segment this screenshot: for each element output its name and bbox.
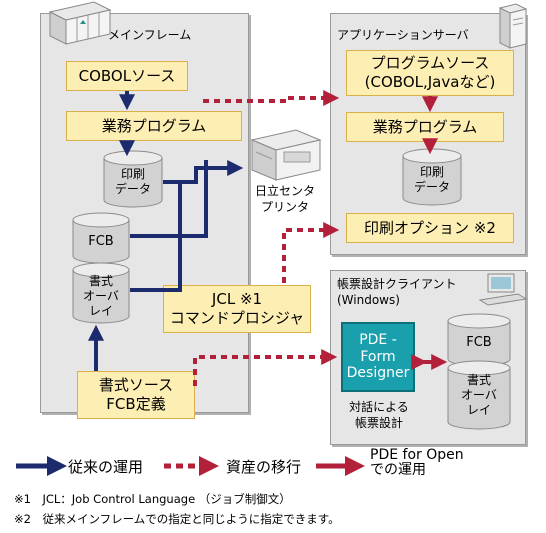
legend-pde-label: PDE for Open での運用 — [370, 447, 464, 478]
client-format-overlay-label: 書式 オーバ レイ — [461, 373, 497, 417]
appserver-program-source-box: プログラムソース (COBOL,Javaなど) — [346, 50, 514, 96]
arrow-migrate-jcl — [282, 222, 340, 283]
mainframe-print-data-cylinder: 印刷 データ — [103, 150, 163, 208]
mainframe-title: メインフレーム — [108, 28, 192, 42]
printer-icon — [250, 129, 322, 181]
jcl-command-procedure-box: JCL ※1 コマンドプロシジャ — [163, 285, 311, 333]
print-option-box: 印刷オプション ※2 — [346, 213, 514, 243]
mainframe-format-source-box: 書式ソース FCB定義 — [77, 371, 195, 419]
mainframe-cobol-source-label: COBOLソース — [78, 66, 176, 85]
footnote-1: ※1 JCL：Job Control Language （ジョブ制御文） — [14, 492, 291, 506]
pde-line2: Form — [360, 348, 396, 365]
jcl-line1: JCL ※1 — [211, 290, 263, 309]
line-fcb-to-printer — [130, 160, 208, 238]
mainframe-cobol-source-box: COBOLソース — [66, 61, 188, 91]
appserver-print-data-cylinder: 印刷 データ — [402, 148, 462, 206]
server-icon — [498, 3, 528, 49]
printer-label: 日立センタ プリンタ — [254, 184, 315, 214]
arrow-migrate-format — [193, 349, 338, 386]
program-source-line1: プログラムソース — [370, 54, 490, 73]
appserver-title: アプリケーションサーバ — [337, 28, 469, 42]
pde-line1: PDE - — [359, 331, 397, 348]
mainframe-business-program-label: 業務プログラム — [101, 116, 207, 135]
mainframe-icon — [48, 1, 112, 45]
mainframe-fcb-cylinder: FCB — [72, 212, 130, 264]
client-format-overlay-cylinder: 書式 オーバ レイ — [447, 360, 511, 430]
client-title: 帳票設計クライアント (Windows) — [337, 277, 457, 308]
format-source-line1: 書式ソース — [98, 376, 174, 395]
client-pc-icon — [478, 273, 528, 306]
program-source-line2: (COBOL,Javaなど) — [364, 73, 496, 91]
appserver-business-program-label: 業務プログラム — [372, 117, 478, 136]
interactive-design-label: 対話による 帳票設計 — [349, 400, 409, 430]
client-fcb-cylinder: FCB — [447, 313, 511, 367]
format-source-line2: FCB定義 — [106, 395, 166, 413]
appserver-print-data-label: 印刷 データ — [413, 165, 450, 194]
arrow-printdata-to-printer — [163, 160, 244, 184]
legend-conventional-label: 従来の運用 — [68, 458, 144, 476]
line-overlay-to-printer — [130, 182, 182, 292]
mainframe-business-program-box: 業務プログラム — [66, 111, 242, 141]
print-option-label: 印刷オプション ※2 — [364, 218, 496, 237]
mainframe-format-overlay-cylinder: 書式 オーバ レイ — [72, 262, 130, 324]
pde-form-designer-box: PDE - Form Designer — [341, 322, 415, 392]
legend-migration-label: 資産の移行 — [226, 458, 302, 476]
jcl-line2: コマンドプロシジャ — [169, 309, 305, 327]
appserver-business-program-box: 業務プログラム — [346, 112, 504, 142]
mainframe-print-data-label: 印刷 データ — [114, 167, 151, 196]
arrow-migrate-source — [203, 90, 340, 106]
pde-line3: Designer — [346, 365, 410, 382]
mainframe-fcb-label: FCB — [88, 234, 114, 249]
client-fcb-label: FCB — [466, 335, 492, 350]
mainframe-format-overlay-label: 書式 オーバ レイ — [83, 274, 119, 318]
footnote-2: ※2 従来メインフレームでの指定と同じように指定できます。 — [14, 512, 340, 526]
